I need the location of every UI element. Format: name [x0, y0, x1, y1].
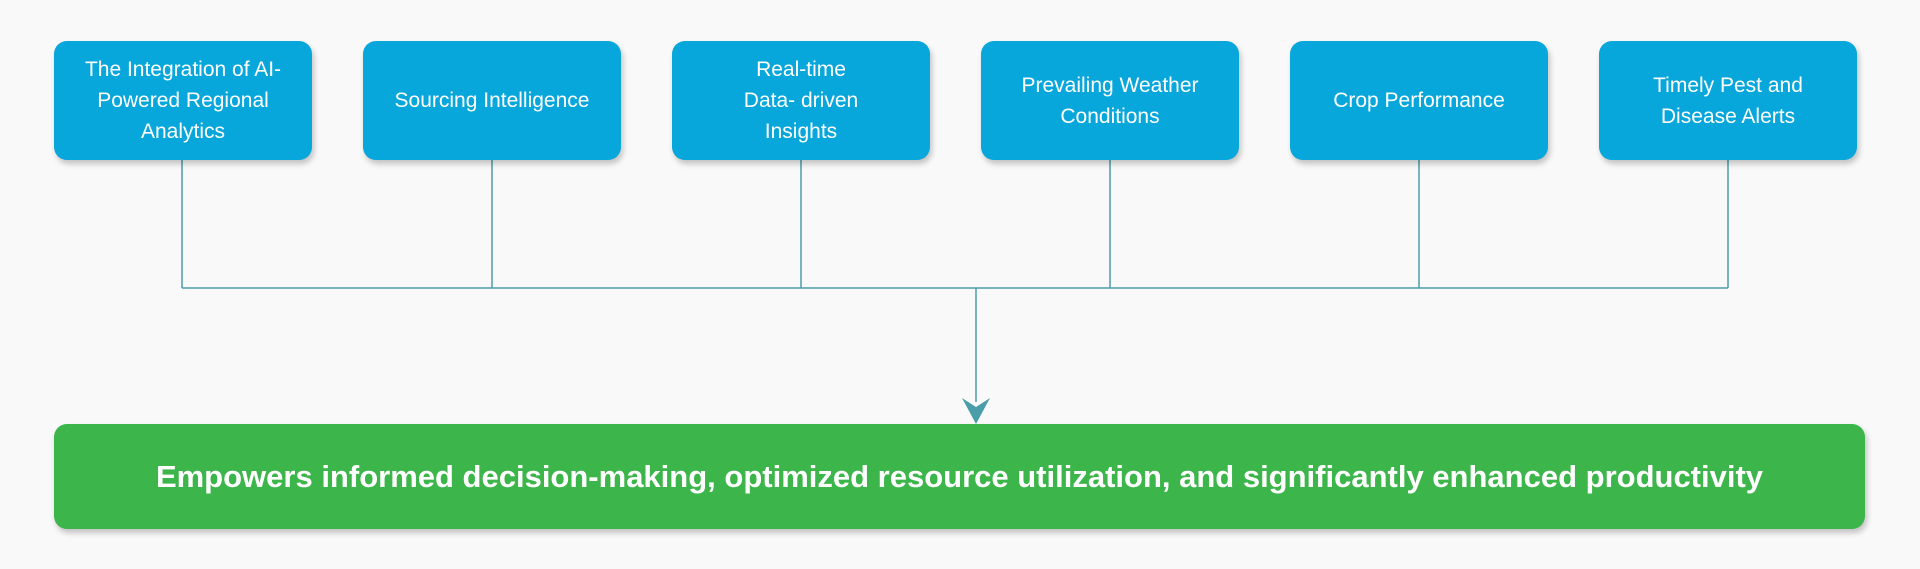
source-box-ai-regional-analytics: The Integration of AI- Powered Regional …: [54, 41, 312, 160]
source-box-weather-conditions: Prevailing Weather Conditions: [981, 41, 1239, 160]
source-box-pest-disease-alerts: Timely Pest and Disease Alerts: [1599, 41, 1857, 160]
outcome-label: Empowers informed decision-making, optim…: [155, 458, 1764, 494]
source-box-real-time-insights: Real-time Data- driven Insights: [672, 41, 930, 160]
arrowhead-icon: [962, 398, 990, 424]
source-label-pest-disease-alerts: Timely Pest and Disease Alerts: [1653, 73, 1803, 128]
source-label-crop-performance: Crop Performance: [1333, 89, 1505, 112]
source-label-ai-regional-analytics: The Integration of AI- Powered Regional …: [84, 58, 282, 143]
outcome-box: Empowers informed decision-making, optim…: [54, 424, 1865, 529]
source-label-weather-conditions: Prevailing Weather Conditions: [1021, 73, 1199, 128]
source-box-crop-performance: Crop Performance: [1290, 41, 1548, 160]
source-label-sourcing-intelligence: Sourcing Intelligence: [394, 89, 590, 112]
source-box-sourcing-intelligence: Sourcing Intelligence: [363, 41, 621, 160]
source-label-real-time-insights: Real-time Data- driven Insights: [743, 58, 859, 143]
